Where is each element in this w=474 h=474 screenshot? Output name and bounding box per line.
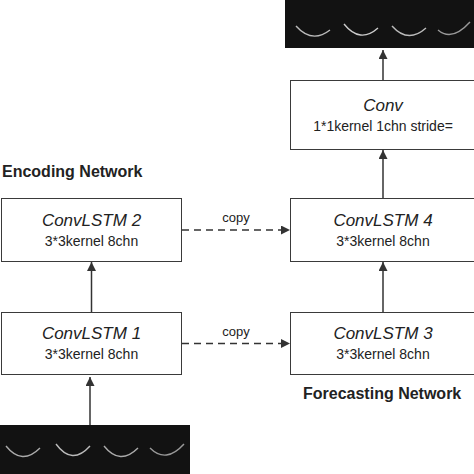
section-label: Forecasting Network: [303, 385, 461, 403]
layer-params: 1*1kernel 1chn stride=: [313, 117, 453, 136]
flow-arrow: [382, 262, 384, 312]
copy-connector: [182, 229, 290, 231]
layer-params: 3*3kernel 8chn: [336, 345, 429, 364]
edge-label: copy: [220, 210, 251, 225]
image-arc: [6, 446, 40, 457]
input-arrow: [89, 377, 91, 425]
layer-name: ConvLSTM 4: [333, 210, 432, 232]
edge-label: copy: [220, 324, 251, 339]
image-arc: [392, 26, 426, 36]
layer-name: ConvLSTM 1: [42, 323, 141, 345]
layer-params: 3*3kernel 8chn: [45, 232, 138, 251]
image-arc: [56, 444, 90, 456]
process-box: Conv1*1kernel 1chn stride=: [290, 80, 474, 150]
input-image: [0, 425, 190, 474]
layer-name: Conv: [363, 95, 403, 117]
image-strip: [285, 0, 474, 48]
layer-name: ConvLSTM 2: [42, 210, 141, 232]
image-arc: [104, 446, 138, 457]
copy-connector: [182, 343, 290, 345]
process-box: ConvLSTM 23*3kernel 8chn: [1, 198, 182, 262]
layer-name: ConvLSTM 3: [333, 323, 432, 345]
process-box: ConvLSTM 43*3kernel 8chn: [290, 198, 474, 262]
flow-arrow: [382, 150, 384, 198]
image-arc: [150, 444, 184, 455]
flow-arrow: [91, 262, 93, 312]
image-arc: [438, 22, 470, 35]
output-arrow: [382, 50, 384, 80]
output-image: [285, 0, 474, 48]
process-box: ConvLSTM 13*3kernel 8chn: [1, 312, 182, 375]
layer-params: 3*3kernel 8chn: [45, 345, 138, 364]
image-strip: [0, 425, 190, 474]
layer-params: 3*3kernel 8chn: [336, 232, 429, 251]
section-label: Encoding Network: [2, 163, 142, 181]
process-box: ConvLSTM 33*3kernel 8chn: [290, 312, 474, 375]
image-arc: [296, 26, 330, 36]
image-arc: [344, 24, 378, 35]
